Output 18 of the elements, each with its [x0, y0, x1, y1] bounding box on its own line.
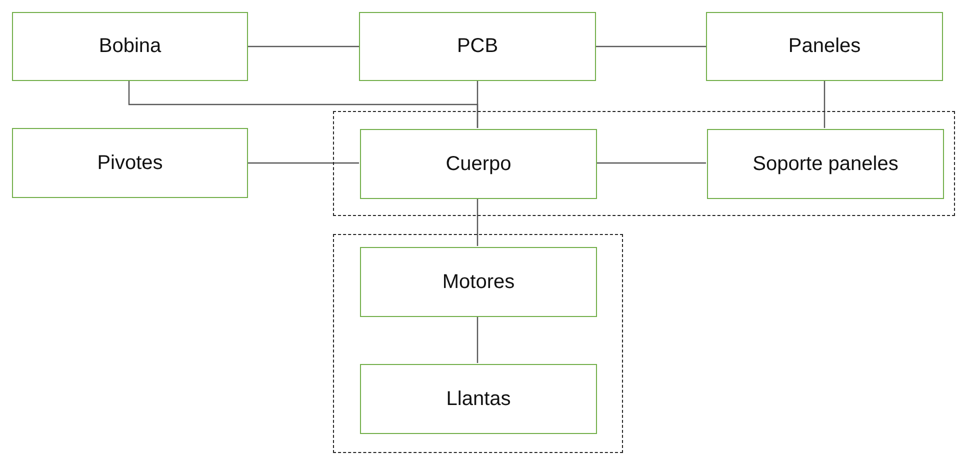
component-box: Paneles [706, 12, 943, 81]
connector-line [248, 46, 359, 48]
connector-line [596, 162, 706, 164]
component-box: Llantas [360, 364, 597, 434]
connector-line [128, 81, 478, 128]
component-box: Pivotes [12, 128, 248, 198]
connector-line [596, 46, 706, 48]
component-box: Soporte paneles [707, 129, 944, 199]
dashed-group-frame [333, 111, 955, 216]
connector-line [824, 81, 826, 128]
connector-line [476, 316, 478, 363]
dashed-group-frame [333, 234, 623, 453]
component-box: Motores [360, 247, 597, 317]
connector-line [248, 162, 359, 164]
component-box: PCB [359, 12, 596, 81]
component-box: Bobina [12, 12, 248, 81]
connector-line [476, 198, 478, 246]
component-box: Cuerpo [360, 129, 597, 199]
